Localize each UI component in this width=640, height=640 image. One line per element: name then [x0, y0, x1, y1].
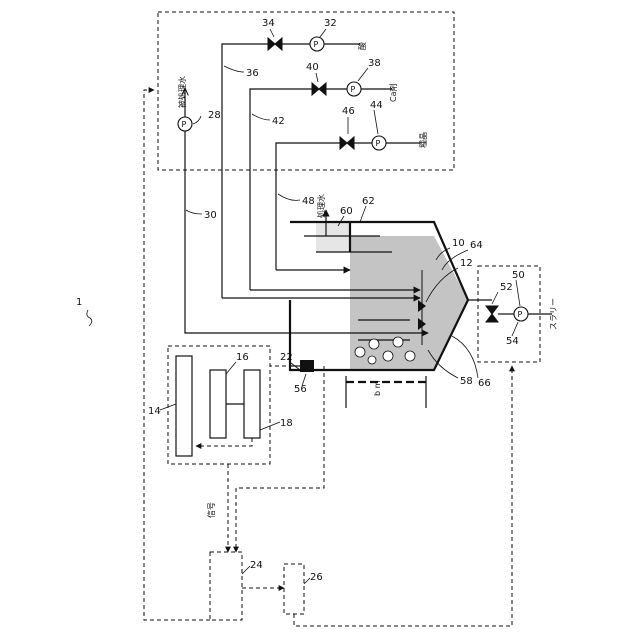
- label-slurry: スラリー: [549, 298, 558, 330]
- acid-line-36: [222, 44, 360, 298]
- label-50: 50: [512, 270, 525, 281]
- label-32: 32: [324, 18, 337, 29]
- reagent-supply-box: [158, 12, 454, 170]
- label-56: 56: [294, 384, 307, 395]
- slurry-pump-54: P: [514, 307, 528, 321]
- label-40: 40: [306, 62, 319, 73]
- label-58: 58: [460, 376, 473, 387]
- label-38: 38: [368, 58, 381, 69]
- control-unit-24: [210, 552, 242, 620]
- control-unit-26: [284, 564, 304, 614]
- label-66: 66: [478, 378, 491, 389]
- signal-line-sensor: [236, 366, 324, 552]
- label-60: 60: [340, 206, 353, 217]
- label-52: 52: [500, 282, 513, 293]
- label-48: 48: [302, 196, 315, 207]
- acid-pump-32: P: [310, 37, 324, 51]
- leader-28: [193, 116, 201, 124]
- label-signal: 信号: [206, 502, 216, 518]
- seed-valve-46: [340, 137, 354, 149]
- feedback-to-drain: [294, 366, 512, 626]
- label-42: 42: [272, 116, 285, 127]
- leader-50: [516, 280, 520, 306]
- leader-38: [358, 68, 368, 81]
- label-treated-water: 処理水: [316, 194, 326, 218]
- leader-16: [226, 362, 236, 374]
- leader-36: [224, 66, 244, 72]
- svg-text:P: P: [182, 120, 187, 129]
- lower-sludge: [434, 236, 468, 370]
- system-number: 1: [76, 297, 82, 308]
- leader-66: [452, 336, 478, 378]
- label-water-to-treat: 被処理水: [177, 76, 187, 108]
- label-ca-agent: Ca剤: [388, 84, 398, 103]
- label-28: 28: [208, 110, 221, 121]
- label-acid: 酸: [357, 42, 367, 50]
- label-46: 46: [342, 106, 355, 117]
- controller-box-14: [168, 346, 270, 464]
- feed-water-pump: P: [178, 117, 192, 131]
- leader-30: [186, 210, 202, 214]
- leader-62: [360, 206, 366, 222]
- drain-valve-52: [486, 306, 498, 322]
- leader-54: [512, 322, 518, 336]
- label-24: 24: [250, 560, 263, 571]
- leader-40: [316, 73, 318, 82]
- leader-24: [242, 566, 250, 574]
- label-22: 22: [280, 352, 293, 363]
- leader-52: [492, 292, 498, 304]
- controller-unit-16: [210, 370, 226, 438]
- label-30: 30: [204, 210, 217, 221]
- leader-32: [320, 29, 326, 37]
- label-18: 18: [280, 418, 293, 429]
- label-54: 54: [506, 336, 519, 347]
- label-34: 34: [262, 18, 275, 29]
- ca-valve-40: [312, 83, 326, 95]
- system-number-leader: [87, 310, 92, 326]
- controller-unit-a: [176, 356, 192, 456]
- svg-text:P: P: [518, 310, 523, 319]
- label-64: 64: [470, 240, 483, 251]
- label-10: 10: [452, 238, 465, 249]
- svg-text:P: P: [314, 40, 319, 49]
- controller-internal-signal: [196, 438, 252, 446]
- label-seed-crystal: 種晶: [418, 132, 428, 148]
- seed-pump-44: P: [372, 136, 386, 150]
- controller-unit-18: [244, 370, 260, 438]
- label-44: 44: [370, 100, 383, 111]
- label-62: 62: [362, 196, 375, 207]
- svg-text:P: P: [376, 139, 381, 148]
- leader-42: [252, 114, 270, 120]
- leader-34: [270, 29, 274, 37]
- label-14: 14: [148, 406, 161, 417]
- label-36: 36: [246, 68, 259, 79]
- leader-44: [374, 110, 378, 134]
- acid-valve-34: [268, 38, 282, 50]
- clear-water-zone: [316, 222, 350, 252]
- ca-pump-38: P: [347, 82, 361, 96]
- label-26: 26: [310, 572, 323, 583]
- label-bm: b m: [373, 380, 382, 396]
- level-sensor-56: [300, 360, 314, 372]
- svg-text:P: P: [351, 85, 356, 94]
- label-12: 12: [460, 258, 473, 269]
- label-16: 16: [236, 352, 249, 363]
- leader-48: [278, 194, 300, 200]
